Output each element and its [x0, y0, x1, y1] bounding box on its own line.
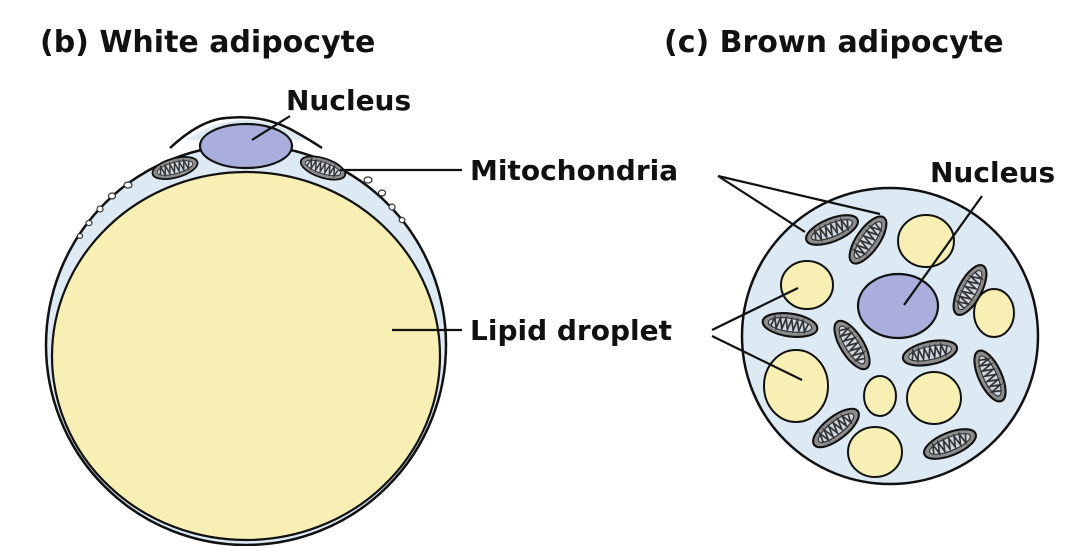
- white-nucleus-label: Nucleus: [286, 84, 411, 117]
- brown-lipid-pointer: [711, 335, 803, 381]
- white-cytoplasm-vesicles: [76, 176, 406, 240]
- brown-lipid-droplet: [897, 214, 955, 268]
- brown-nucleus: [856, 272, 940, 340]
- brown-lipid-pointer: [711, 287, 799, 331]
- white-lipid-droplet: [50, 170, 442, 542]
- brown-lipid-droplet: [973, 288, 1015, 338]
- lipid-droplet-label: Lipid droplet: [470, 314, 672, 347]
- brown-lipid-droplet: [780, 260, 834, 310]
- mitochondria-label: Mitochondria: [470, 154, 678, 187]
- brown-lipid-droplet: [863, 375, 897, 417]
- brown-lipid-droplets: [763, 214, 1015, 478]
- brown-nucleus-pointer: [903, 195, 983, 306]
- brown-pointers: [711, 174, 983, 381]
- brown-lipid-droplet: [847, 426, 903, 478]
- brown-nucleus-label: Nucleus: [930, 156, 1055, 189]
- brown-mitochondria-pointer: [717, 175, 806, 233]
- white-cell-cap-outline: [169, 115, 323, 150]
- white-nucleus: [198, 122, 294, 170]
- brown-lipid-droplet: [763, 349, 829, 423]
- white-adipocyte-title: (b) White adipocyte: [40, 25, 375, 60]
- brown-adipocyte-title: (c) Brown adipocyte: [664, 25, 1004, 60]
- white-adipocyte: (b) White adipocyte Nucleus: [40, 25, 462, 546]
- brown-adipocyte: (c) Brown adipocyte: [664, 25, 1055, 486]
- white-nucleus-pointer: [251, 115, 291, 141]
- brown-mitochondria-pointer: [717, 174, 881, 216]
- brown-lipid-droplet: [906, 371, 962, 425]
